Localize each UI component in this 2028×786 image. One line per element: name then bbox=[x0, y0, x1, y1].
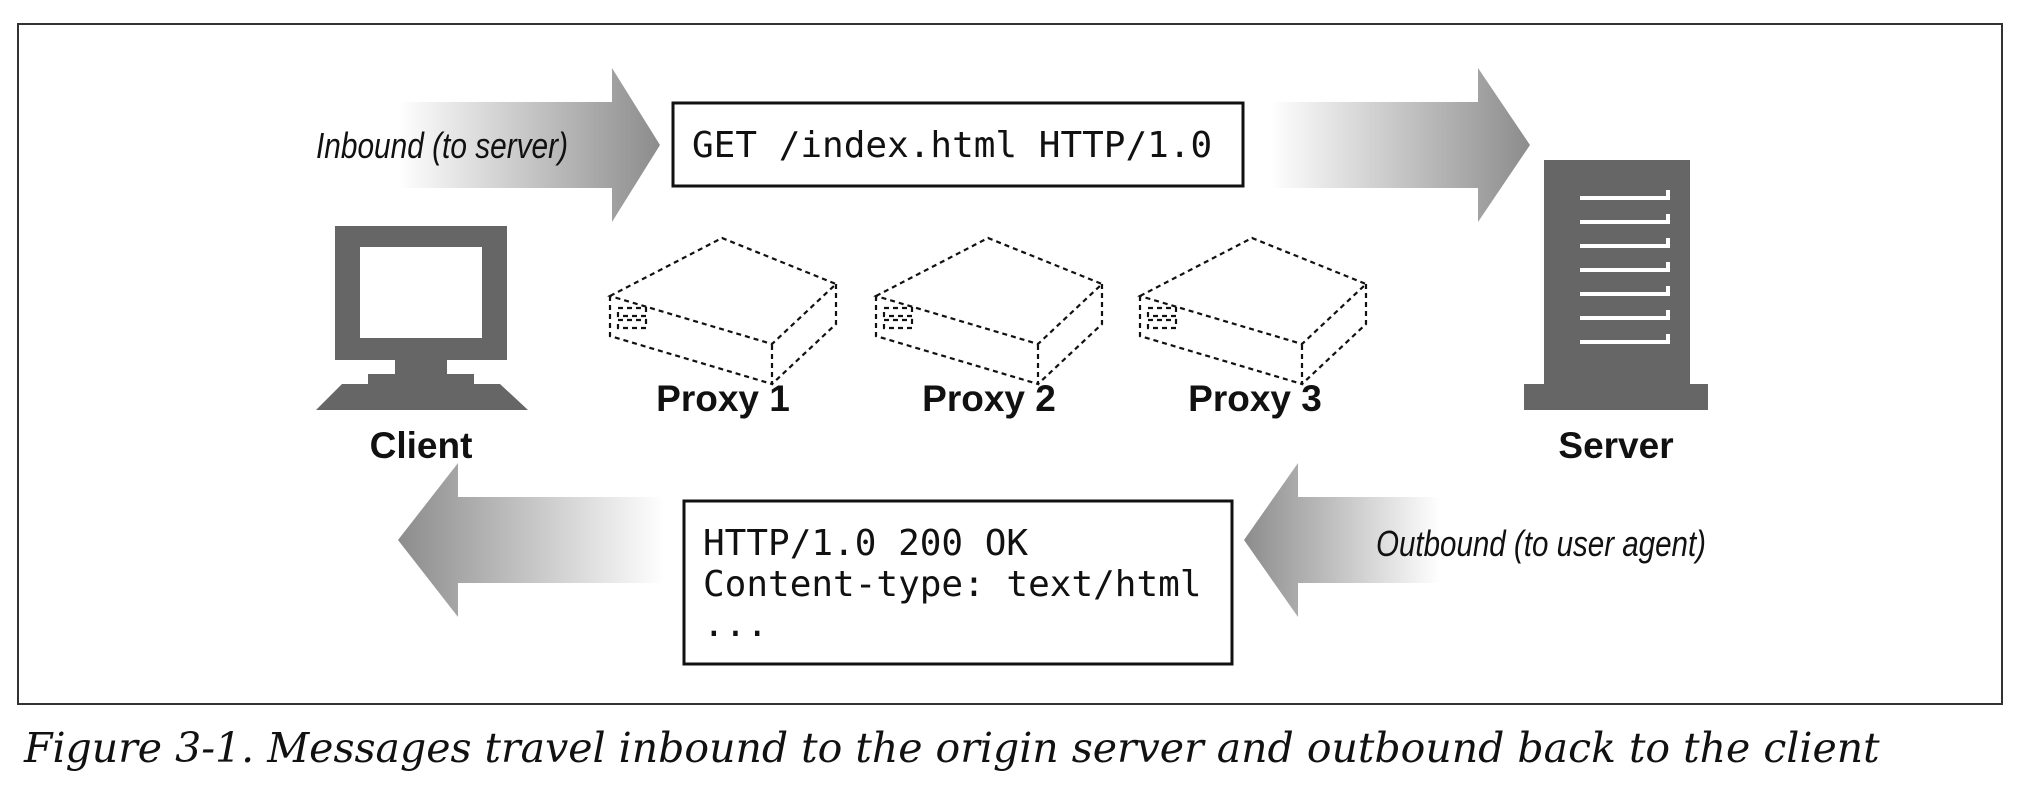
proxy-2-label: Proxy 2 bbox=[922, 378, 1056, 419]
outbound-arrow-right bbox=[1244, 463, 1440, 617]
computer-icon bbox=[316, 226, 528, 410]
outbound-arrow-left bbox=[398, 463, 664, 617]
server-label: Server bbox=[1558, 425, 1673, 466]
inbound-label: Inbound (to server) bbox=[316, 125, 568, 166]
server-icon bbox=[1524, 160, 1708, 410]
inbound-arrow-right bbox=[1270, 68, 1530, 222]
response-status-line: HTTP/1.0 200 OK bbox=[703, 523, 1028, 564]
inbound-arrow-left bbox=[398, 68, 660, 222]
proxy-box-icon bbox=[1137, 236, 1369, 386]
request-message-box bbox=[671, 101, 1245, 188]
response-message-box bbox=[682, 499, 1234, 666]
figure-caption: Figure 3-1. Messages travel inbound to t… bbox=[24, 724, 1880, 772]
proxy-box-icon bbox=[607, 236, 839, 386]
proxy-1-label: Proxy 1 bbox=[656, 378, 790, 419]
figure-frame bbox=[17, 23, 2003, 705]
request-line: GET /index.html HTTP/1.0 bbox=[692, 125, 1212, 166]
proxy-box-icon bbox=[873, 236, 1105, 386]
response-header-line: Content-type: text/html bbox=[703, 564, 1202, 605]
outbound-label: Outbound (to user agent) bbox=[1376, 523, 1706, 564]
response-ellipsis-line: ... bbox=[703, 604, 768, 645]
proxy-3-label: Proxy 3 bbox=[1188, 378, 1322, 419]
client-label: Client bbox=[370, 425, 473, 466]
